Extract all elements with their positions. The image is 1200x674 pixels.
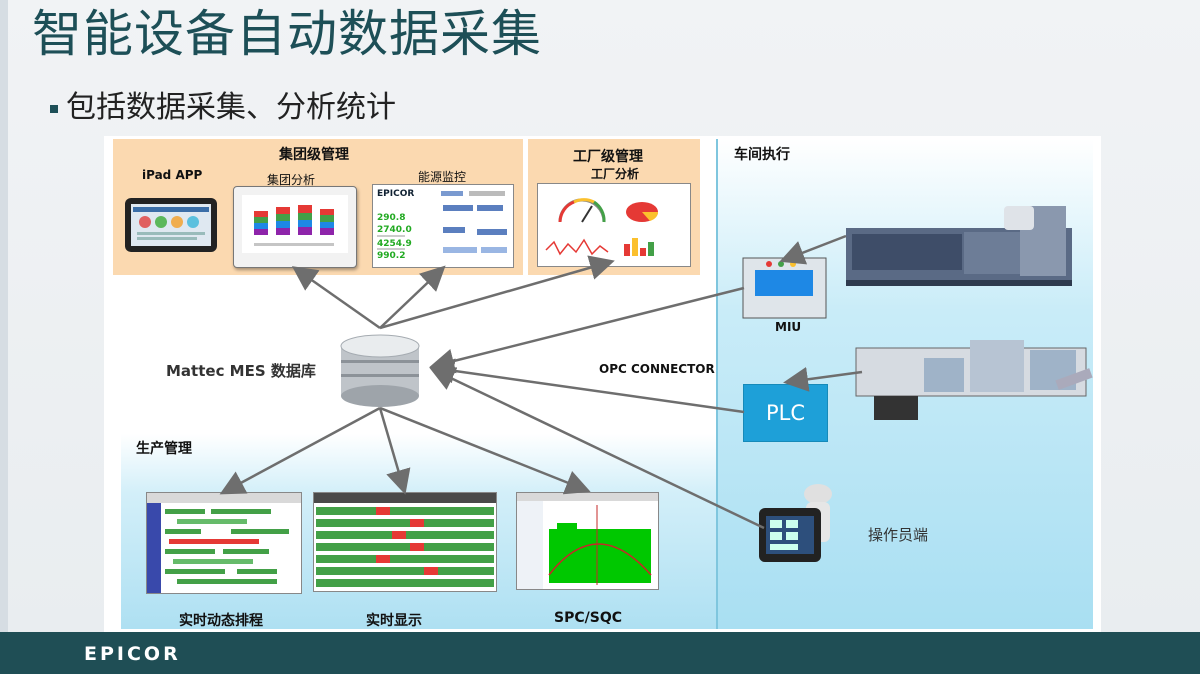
slide-title: 智能设备自动数据采集: [32, 5, 542, 63]
database-icon: [340, 334, 420, 407]
architecture-diagram: 集团级管理 iPad APP 集团分析 能源监控: [104, 136, 1101, 638]
energy-value-1: 290.8: [377, 213, 406, 223]
opc-connector-label: OPC CONNECTOR: [599, 362, 715, 376]
bar-chart-thumbnail-icon: [242, 195, 348, 253]
database-label: Mattec MES 数据库: [166, 362, 316, 380]
factory-dashboard-icon: [545, 198, 659, 256]
energy-dashboard-icon: EPICOR: [377, 189, 507, 253]
realtime-display-label: 实时显示: [366, 613, 422, 629]
ipad-device: [125, 198, 217, 252]
miu-label: MIU: [775, 320, 802, 334]
shop-exec-label: 车间执行: [734, 147, 790, 163]
factory-analysis-screenshot: [537, 183, 691, 267]
left-accent-bar: [0, 0, 8, 632]
factory-analysis-label: 工厂分析: [591, 167, 640, 181]
energy-value-2: 2740.0: [377, 225, 412, 235]
plc-box: PLC: [743, 384, 828, 442]
realtime-schedule-screenshot: [146, 492, 302, 594]
bullet-text: 包括数据采集、分析统计: [66, 90, 396, 125]
group-mgmt-label: 集团级管理: [279, 147, 349, 163]
arrow-from-miu: [429, 286, 745, 374]
bullet-icon: [50, 105, 58, 113]
factory-mgmt-label: 工厂级管理: [573, 149, 643, 165]
ipad-app-label: iPad APP: [142, 168, 203, 182]
ipad-screen: [131, 204, 211, 246]
operator-terminal-label: 操作员端: [868, 526, 929, 544]
spc-label: SPC/SQC: [554, 610, 622, 626]
svg-text:EPICOR: EPICOR: [377, 189, 414, 199]
energy-monitor-screenshot: EPICOR 290.8 2740.0 4254.9 990.2: [372, 184, 514, 268]
group-analysis-label: 集团分析: [267, 173, 316, 187]
energy-monitor-label: 能源监控: [418, 170, 467, 184]
footer-bar: EPICOR: [0, 632, 1200, 674]
realtime-display-screenshot: [313, 492, 497, 592]
ipad-dashboard-icon: [133, 207, 209, 240]
realtime-schedule-label: 实时动态排程: [179, 613, 263, 629]
energy-value-4: 990.2: [377, 251, 406, 261]
arrow-to-group-analysis: [291, 266, 381, 330]
energy-value-3: 4254.9: [377, 239, 412, 249]
epicor-logo: EPICOR: [84, 643, 181, 665]
spc-screenshot: [516, 492, 659, 590]
arrow-to-energy-monitor: [379, 265, 446, 329]
group-analysis-screenshot: [233, 186, 357, 268]
gantt-chart-icon: [147, 493, 301, 593]
histogram-icon: [517, 493, 658, 589]
production-mgmt-label: 生产管理: [136, 441, 192, 457]
realtime-grid-icon: [314, 493, 496, 587]
bullet-item: 包括数据采集、分析统计: [50, 82, 396, 126]
